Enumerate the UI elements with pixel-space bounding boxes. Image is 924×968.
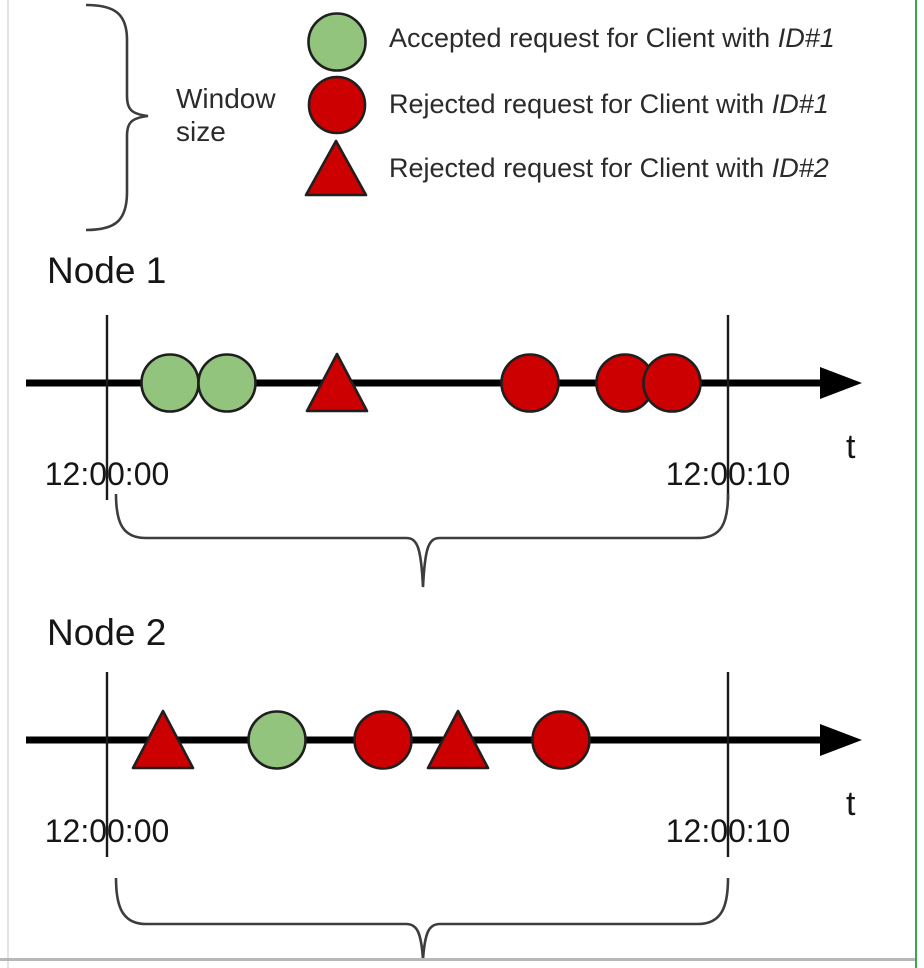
rejected-request-marker: [426, 709, 490, 770]
screenshot-left-border: [7, 0, 9, 968]
legend-client-id: ID#1: [771, 89, 829, 119]
rejected-request-marker: [500, 353, 560, 413]
rejected-request-marker: [131, 709, 195, 770]
screenshot-bottom-border: [0, 958, 915, 961]
node2-window-start-label: 12:00:00: [44, 813, 170, 849]
window-size-line1: Window: [176, 83, 276, 114]
screenshot-right-border: [915, 0, 917, 968]
rejected-request-marker: [353, 710, 413, 770]
node2-window-end-label: 12:00:10: [665, 813, 791, 849]
node2-time-axis-label: t: [846, 785, 856, 823]
legend-label-text: Rejected request for Client with: [389, 153, 772, 183]
sliding-window-brace: [114, 877, 730, 960]
legend-label-accepted-id1: Accepted request for Client with ID#1: [389, 23, 835, 54]
timeline-arrowhead: [820, 367, 862, 399]
accepted-request-marker: [197, 353, 257, 413]
accepted-request-marker: [140, 353, 200, 413]
rejected-request-marker: [642, 353, 702, 413]
legend-label-rejected-id2: Rejected request for Client with ID#2: [389, 153, 829, 184]
rejected-request-marker: [305, 352, 369, 413]
accepted-request-marker: [247, 710, 307, 770]
legend-label-text: Rejected request for Client with: [389, 89, 772, 119]
legend-label-rejected-id1: Rejected request for Client with ID#1: [389, 89, 829, 120]
window-size-brace: [85, 3, 149, 232]
window-size-line2: size: [176, 116, 226, 147]
legend-client-id: ID#2: [771, 153, 829, 183]
legend-rejected-circle-icon: [307, 75, 367, 135]
legend-label-text: Accepted request for Client with: [389, 23, 778, 53]
node1-window-start-label: 12:00:00: [44, 456, 170, 492]
legend-accepted-circle-icon: [307, 12, 367, 72]
window-size-label: Window size: [176, 82, 276, 148]
timeline-arrowhead: [820, 724, 862, 756]
sliding-window-brace: [114, 493, 730, 588]
legend-client-id: ID#1: [777, 23, 835, 53]
node2-title: Node 2: [47, 612, 167, 653]
rejected-request-marker: [531, 710, 591, 770]
node1-title: Node 1: [47, 250, 167, 291]
legend-rejected-triangle-icon: [304, 139, 368, 197]
node1-window-end-label: 12:00:10: [665, 456, 791, 492]
node1-time-axis-label: t: [846, 428, 856, 466]
